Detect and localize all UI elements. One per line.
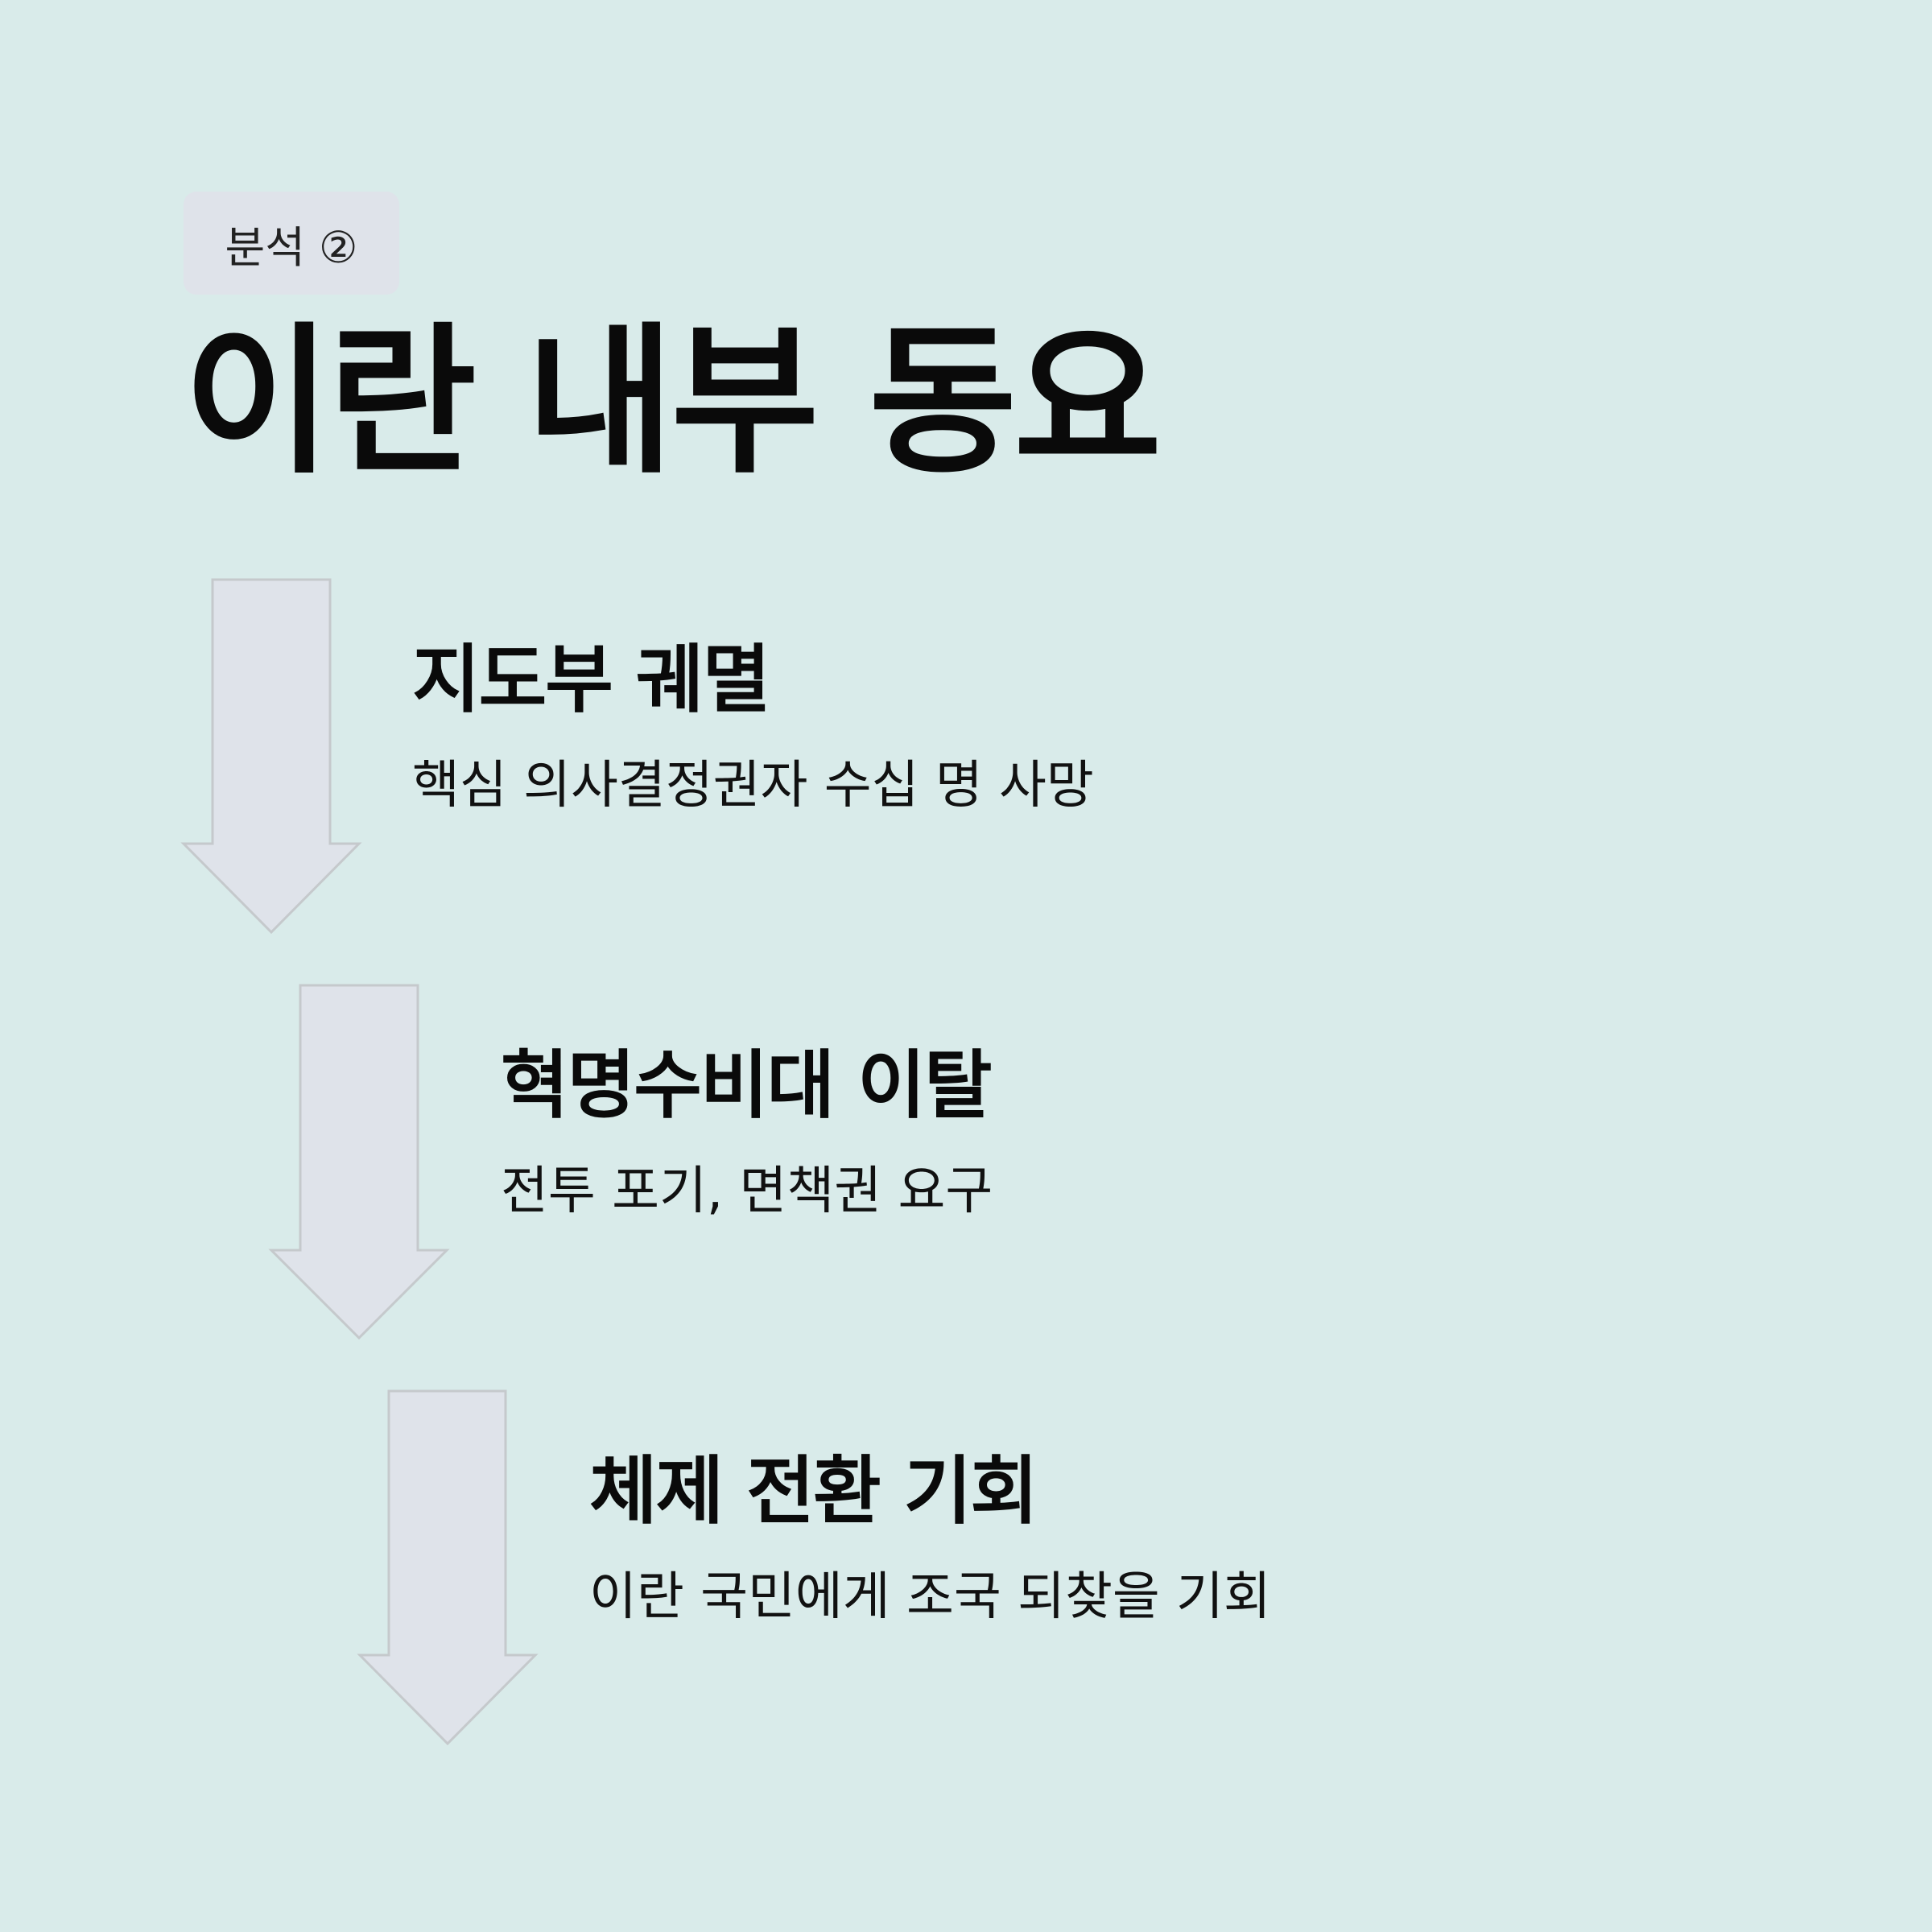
down-arrow-1	[180, 578, 362, 935]
step-1-heading: 지도부 궤멸	[412, 637, 770, 723]
step-3-description: 이란 국민에게 조국 되찾을 기회	[589, 1567, 1271, 1628]
badge-label: 분석 ②	[225, 221, 358, 273]
step-1: 지도부 궤멸 핵심 의사결정권자 수십 명 사망	[412, 636, 1094, 817]
page-title: 이란 내부 동요	[184, 308, 1162, 496]
down-arrow-2	[268, 984, 450, 1340]
step-2-description: 전투 포기, 면책권 요구	[501, 1162, 993, 1222]
step-2: 혁명수비대 이탈 전투 포기, 면책권 요구	[501, 1042, 993, 1223]
step-2-heading: 혁명수비대 이탈	[501, 1042, 993, 1129]
section-badge: 분석 ②	[184, 192, 399, 295]
step-1-description: 핵심 의사결정권자 수십 명 사망	[412, 756, 1094, 816]
step-3-heading: 체제 전환 기회	[589, 1448, 1038, 1534]
down-arrow-3	[357, 1389, 539, 1746]
step-3: 체제 전환 기회 이란 국민에게 조국 되찾을 기회	[589, 1447, 1271, 1629]
